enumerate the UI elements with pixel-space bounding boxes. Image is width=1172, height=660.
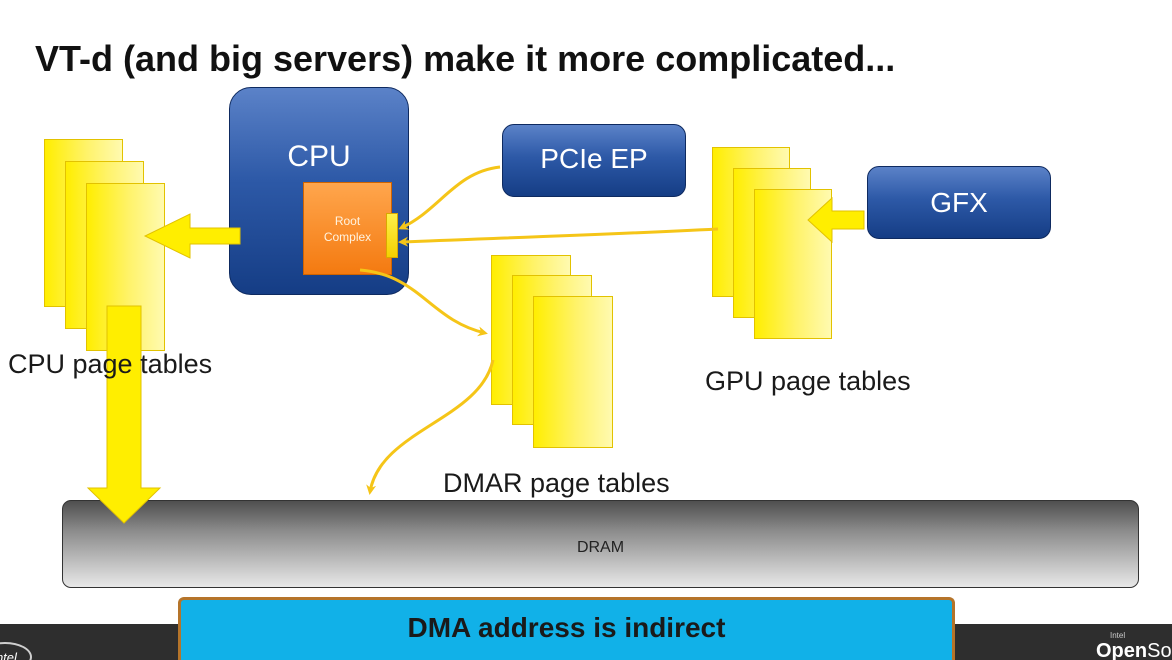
pcie-to-root-arrow [398,165,501,230]
gfx-to-gpu-tables-arrow [807,196,865,244]
dmar-page-tables-label: DMAR page tables [443,468,670,498]
open-source-logo-source: Source [1147,640,1172,660]
cpu-to-page-tables-arrow [143,213,241,259]
pcie-ep-label: PCIe EP [540,143,648,174]
root-complex-label-line1: Root [334,214,361,228]
root-complex-label-line2: Complex [323,230,372,244]
open-source-logo-open: Open [1096,640,1148,660]
root-to-dmar-arrow [359,268,488,337]
root-complex-box: Root Complex [303,182,392,275]
gfx-box: GFX [867,166,1051,239]
cpu-label: CPU [287,140,351,173]
cpu-page-tables-label: CPU page tables [8,349,213,379]
dma-banner: DMA address is indirect [178,597,955,660]
dram-label: DRAM [576,539,625,556]
cpu-tables-to-dram-arrow [86,305,162,524]
dma-banner-text: DMA address is indirect [407,612,726,643]
gpu-page-tables-label: GPU page tables [705,366,911,396]
open-source-logo-small: Intel [1110,631,1126,640]
root-complex-port [386,213,398,258]
gpu-to-root-arrow [398,227,719,247]
dram-bar: DRAM [62,500,1139,588]
gfx-label: GFX [930,187,988,218]
pcie-ep-box: PCIe EP [502,124,686,197]
open-source-logo: Intel OpenSource [1096,631,1172,660]
dmar-page-table-3 [533,296,613,448]
slide-title: VT-d (and big servers) make it more comp… [35,38,896,79]
dmar-to-dram-arrow [366,359,495,495]
